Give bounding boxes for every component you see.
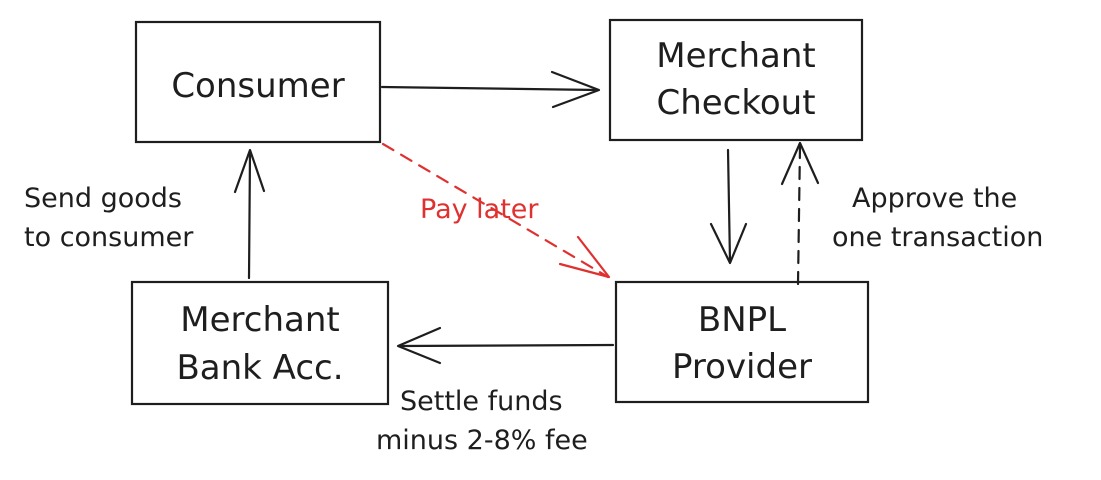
label-approve-line1: Approve the <box>852 183 1017 214</box>
consumer-label: Consumer <box>171 66 344 106</box>
merchant-bank-label-line1: Merchant <box>180 300 339 340</box>
merchant-checkout-label-line2: Checkout <box>656 83 815 123</box>
merchant-bank-box: Merchant Bank Acc. <box>130 280 390 406</box>
arrow-bnpl-to-bank <box>396 326 615 365</box>
arrow-checkout-to-bnpl <box>709 148 748 265</box>
merchant-checkout-box: Merchant Checkout <box>608 18 864 142</box>
label-pay-later: Pay later <box>420 194 539 225</box>
arrow-bnpl-approve-checkout <box>780 141 820 286</box>
bnpl-provider-label-line1: BNPL <box>698 300 786 340</box>
merchant-bank-label-line2: Bank Acc. <box>176 348 343 388</box>
consumer-box: Consumer <box>134 20 382 144</box>
arrow-consumer-to-checkout <box>380 70 601 109</box>
merchant-checkout-label-line1: Merchant <box>656 36 815 76</box>
label-settle-line2: minus 2-8% fee <box>376 425 588 456</box>
label-approve-line2: one transaction <box>832 222 1043 253</box>
bnpl-provider-label-line2: Provider <box>672 347 812 387</box>
arrow-pay-later <box>381 142 611 279</box>
bnpl-provider-box: BNPL Provider <box>614 280 870 404</box>
label-settle-line1: Settle funds <box>400 386 563 417</box>
label-send-goods-line1: Send goods <box>24 183 182 214</box>
arrow-bank-to-consumer <box>233 148 266 280</box>
label-send-goods-line2: to consumer <box>24 222 194 253</box>
